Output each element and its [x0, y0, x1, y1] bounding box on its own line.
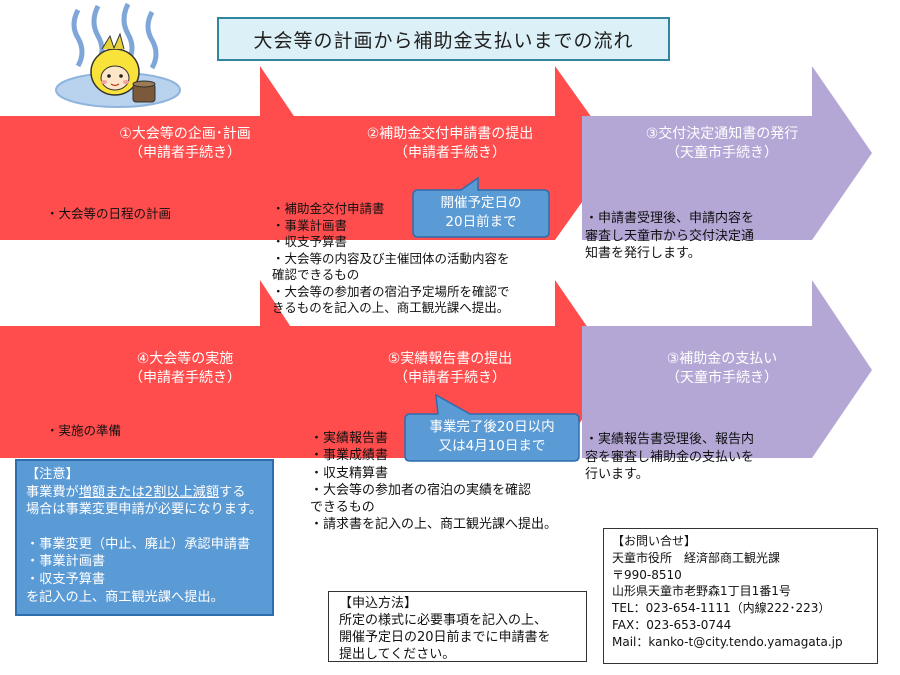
step-2-document-list: ・補助金交付申請書 ・事業計画書 ・収支予算書 ・大会等の内容及び主催団体の活動… [272, 201, 542, 317]
list-item: きるものを記入の上、商工観光課へ提出。 [272, 300, 510, 315]
contact-address: 山形県天童市老野森1丁目1番1号 [612, 584, 791, 599]
list-item: 所定の様式に必要事項を記入の上、 [339, 613, 548, 628]
list-item: ・大会等の参加者の宿泊の実績を確認 [310, 482, 532, 498]
step-3-detail-list: ・申請書受理後、申請内容を 審査し天童市から交付決定通 知書を発行します。 [585, 210, 815, 263]
contact-tel: TEL：023-654-1111（内線222･223） [612, 601, 831, 616]
step-4-detail: ・実施の準備 [46, 423, 122, 438]
list-item: ・収支予算書 [26, 571, 106, 587]
contact-box: 【お問い合せ】 天童市役所 経済部商工観光課 〒990-8510 山形県天童市老… [603, 528, 878, 664]
arrow-step-6 [582, 280, 872, 458]
list-item: ・事業成績書 [310, 448, 389, 464]
arrow-step-1 [0, 66, 319, 240]
page-title: 大会等の計画から補助金支払いまでの流れ [217, 17, 670, 61]
step-2-label: ②補助金交付申請書の提出 （申請者手続き） [366, 126, 534, 161]
list-item: ・収支予算書 [272, 234, 348, 249]
list-item: ・補助金交付申請書 [272, 201, 385, 216]
list-item: ・収支精算書 [310, 465, 389, 481]
list-item: ・大会等の内容及び主催団体の活動内容を [272, 250, 510, 266]
list-item: ・実績報告書 [310, 431, 389, 446]
callout-deadline-1-shape [412, 176, 550, 238]
list-item: できるもの [310, 500, 375, 516]
list-item: を記入の上、商工観光課へ提出。 [26, 589, 224, 605]
notice-line-1: 事業費が増額または2割以上減額する [26, 484, 246, 500]
notice-spacer [26, 519, 263, 536]
list-item: ・事業計画書 [272, 217, 348, 233]
list-item: ・事業計画書 [26, 554, 106, 570]
step-4-label: ④大会等の実施 （申請者手続き） [129, 351, 241, 386]
application-method-box: 【申込方法】 所定の様式に必要事項を記入の上、 開催予定日の20日前までに申請書… [328, 591, 587, 662]
notice-heading: 【注意】 [26, 467, 79, 482]
list-item: 確認できるもの [272, 267, 360, 282]
list-item: 提出してください。 [339, 647, 456, 662]
list-item: ・大会等の参加者の宿泊予定場所を確認で [272, 283, 510, 299]
callout-deadline-2: 事業完了後20日以内 又は4月10日まで [429, 419, 555, 454]
list-item: 行います。 [585, 467, 649, 482]
list-item: 審査し天童市から交付決定通 [585, 228, 755, 244]
list-item: 開催予定日の20日前までに申請書を [339, 630, 551, 645]
notice-box: 【注意】 事業費が増額または2割以上減額する 場合は事業変更申請が必要になります… [15, 459, 274, 616]
contact-postal-code: 〒990-8510 [612, 567, 682, 582]
step-3-label: ③交付決定通知書の発行 （天童市手続き） [645, 126, 799, 161]
contact-office: 天童市役所 経済部商工観光課 [612, 550, 781, 565]
mascot-illustration [55, 2, 181, 108]
application-method-heading: 【申込方法】 [339, 596, 418, 611]
list-item: ・請求書を記入の上、商工観光課へ提出。 [310, 517, 558, 533]
notice-line-2: 場合は事業変更申請が必要になります。 [26, 502, 263, 518]
contact-fax: FAX：023-653-0744 [612, 617, 732, 632]
step-5-document-list: ・実績報告書 ・事業成績書 ・収支精算書 ・大会等の参加者の宿泊の実績を確認 で… [310, 430, 590, 534]
step-5-label: ⑤実績報告書の提出 （申請者手続き） [387, 351, 513, 386]
list-item: 知書を発行します。 [585, 246, 701, 261]
arrow-step-4 [0, 280, 319, 458]
step-1-detail: ・大会等の日程の計画 [46, 206, 172, 221]
step-6-label: ③補助金の支払い （天童市手続き） [666, 351, 778, 386]
list-item: ・実績報告書受理後、報告内 [585, 432, 755, 447]
callout-deadline-1: 開催予定日の 20日前まで [440, 195, 522, 230]
step-6-detail-list: ・実績報告書受理後、報告内 容を審査し補助金の支払いを 行います。 [585, 431, 815, 484]
step-1-label: ①大会等の企画･計画 （申請者手続き） [119, 126, 251, 161]
arrow-step-3 [582, 66, 872, 240]
list-item: ・事業変更（中止、廃止）承認申請書 [26, 536, 251, 552]
contact-mail[interactable]: Mail：kanko-t@city.tendo.yamagata.jp [612, 634, 843, 649]
callout-deadline-2-shape [404, 393, 580, 462]
list-item: ・申請書受理後、申請内容を [585, 211, 755, 226]
page-title-text: 大会等の計画から補助金支払いまでの流れ [253, 29, 634, 52]
list-item: 容を審査し補助金の支払いを [585, 449, 755, 465]
contact-heading: 【お問い合せ】 [612, 534, 697, 548]
